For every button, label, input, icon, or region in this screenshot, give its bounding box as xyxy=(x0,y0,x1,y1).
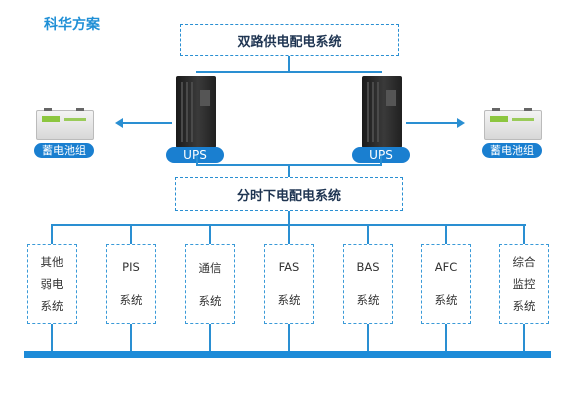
ups-cabinet-right xyxy=(362,76,402,148)
subsystem-bus-link xyxy=(367,324,369,351)
brand-title: 科华方案 xyxy=(44,17,100,33)
subsystem-label-line: 系统 xyxy=(356,293,380,307)
subsystem-label-line: 通信 xyxy=(198,260,222,275)
ups-right-drop xyxy=(380,156,382,166)
subsystem-label-line: BAS xyxy=(356,260,380,274)
subsystem-box: PIS 系统 xyxy=(106,244,156,324)
subsystem-label-line: 弱电 xyxy=(40,277,64,291)
left-arrow-icon xyxy=(115,118,123,128)
mid-box-feed xyxy=(288,164,290,178)
ups-label-left: UPS xyxy=(166,147,224,163)
subsystem-box: 其他弱电系统 xyxy=(27,244,77,324)
battery-label-left: 蓄电池组 xyxy=(34,143,94,158)
battery-right xyxy=(484,108,542,140)
subsystem-box: BAS 系统 xyxy=(343,244,393,324)
top-box-stem xyxy=(288,56,290,72)
subsystem-bus-link xyxy=(445,324,447,351)
subsystem-drop xyxy=(523,224,525,244)
mid-box-stem xyxy=(288,211,290,225)
subsystem-label-line: 综合 xyxy=(512,255,536,269)
subsystem-label-line: 系统 xyxy=(119,293,143,307)
subsystem-label-line: AFC xyxy=(434,260,458,274)
subsystem-drop xyxy=(130,224,132,244)
ups-label-right: UPS xyxy=(352,147,410,163)
dual-power-distribution-label: 双路供电配电系统 xyxy=(237,34,342,50)
right-battery-arrow-line xyxy=(406,122,458,124)
subsystem-bus-link xyxy=(288,324,290,351)
subsystem-label-line: 系统 xyxy=(277,293,301,307)
battery-left xyxy=(36,108,94,140)
timed-shutdown-distribution-box: 分时下电配电系统 xyxy=(175,177,403,211)
subsystem-drop xyxy=(445,224,447,244)
subsystem-label-line: 系统 xyxy=(198,293,222,308)
subsystem-label-line: 系统 xyxy=(40,299,64,313)
subsystem-bus-link xyxy=(209,324,211,351)
subsystem-drop xyxy=(209,224,211,244)
right-arrow-icon xyxy=(457,118,465,128)
left-battery-arrow-line xyxy=(122,122,172,124)
subsystem-label-line: 系统 xyxy=(512,299,536,313)
subsystem-box: FAS 系统 xyxy=(264,244,314,324)
subsystem-bus-link xyxy=(51,324,53,351)
subsystem-box: 通信系统 xyxy=(185,244,235,324)
subsystem-label-line: 监控 xyxy=(512,277,536,291)
subsystem-label-line: 系统 xyxy=(434,293,458,307)
bottom-bus-bar xyxy=(24,351,551,358)
subsystem-label-line: 其他 xyxy=(40,255,64,269)
subsystem-box: 综合监控系统 xyxy=(499,244,549,324)
battery-label-right: 蓄电池组 xyxy=(482,143,542,158)
subsystem-drop xyxy=(288,224,290,244)
top-ups-link xyxy=(196,71,382,73)
subsystem-drop xyxy=(51,224,53,244)
ups-left-drop xyxy=(196,156,198,166)
timed-shutdown-distribution-label: 分时下电配电系统 xyxy=(236,188,341,204)
subsystem-bus-link xyxy=(523,324,525,351)
subsystem-label-line: FAS xyxy=(278,260,300,274)
subsystem-bus-link xyxy=(130,324,132,351)
dual-power-distribution-box: 双路供电配电系统 xyxy=(180,24,399,56)
subsystem-label-line: PIS xyxy=(122,260,140,274)
subsystem-drop xyxy=(367,224,369,244)
ups-cabinet-left xyxy=(176,76,216,148)
subsystem-box: AFC 系统 xyxy=(421,244,471,324)
